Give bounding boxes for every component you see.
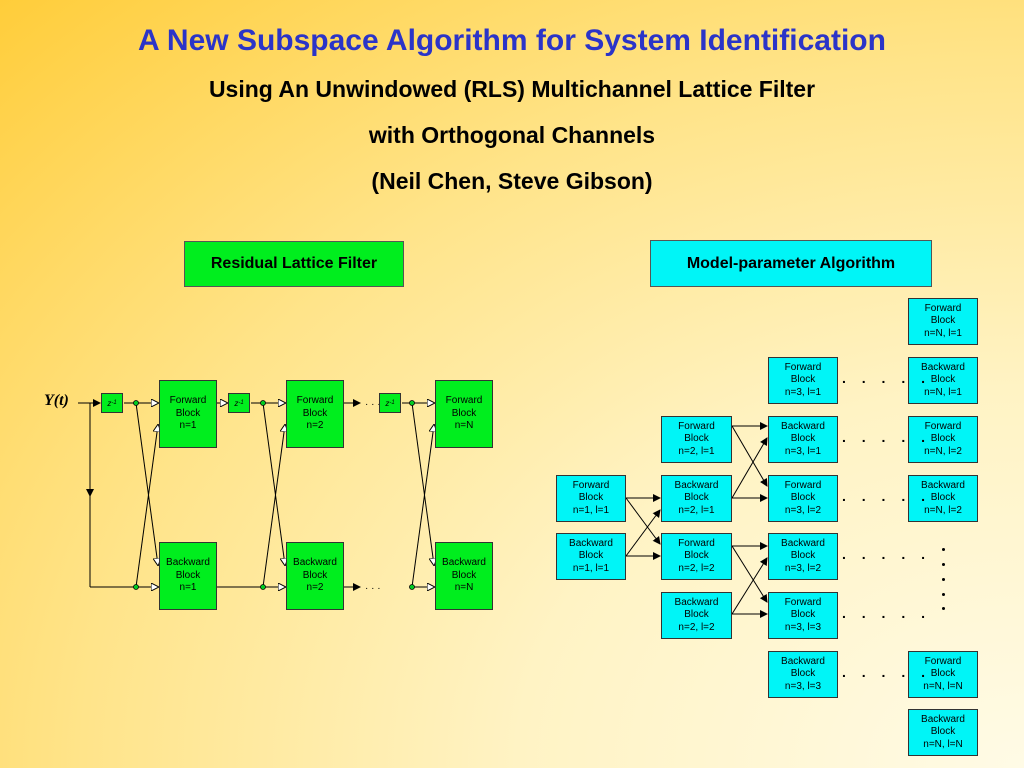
vertical-ellipsis-dot [942,548,945,551]
svg-text:· · ·: · · · [365,583,381,594]
subtitle-line-2: with Orthogonal Channels [368,122,656,148]
forward-block-nN: Forward Block n=N [435,380,493,448]
forward-block-n3-l1: Forward Block n=3, l=1 [768,357,838,404]
ellipsis-row-2: . . . . . [842,429,932,445]
forward-block-nN-lN: Forward Block n=N, l=N [908,651,978,698]
backward-block-n1: Backward Block n=1 [159,542,217,610]
input-signal-label: Y(t) [44,392,69,409]
forward-block-n1-l1: Forward Block n=1, l=1 [556,475,626,522]
forward-block-n3-l3: Forward Block n=3, l=3 [768,592,838,639]
ellipsis-row-4: . . . . . [842,546,932,562]
backward-block-n1-l1: Backward Block n=1, l=1 [556,533,626,580]
delay-symbol: z [385,398,390,408]
backward-block-nN-lN: Backward Block n=N, l=N [908,709,978,756]
vertical-ellipsis-dot [942,607,945,610]
forward-block-n2-l2: Forward Block n=2, l=2 [661,533,732,580]
delay-exponent: -1 [389,400,395,406]
delay-exponent: -1 [238,400,244,406]
delay-symbol: z [107,398,112,408]
forward-block-n2-l1: Forward Block n=2, l=1 [661,416,732,463]
ellipsis-row-6: . . . . . [842,664,932,680]
backward-block-n2-l1: Backward Block n=2, l=1 [661,475,732,522]
vertical-ellipsis-dot [942,593,945,596]
backward-block-nN: Backward Block n=N [435,542,493,610]
ellipsis-row-3: . . . . . [842,488,932,504]
vertical-ellipsis-dot [942,563,945,566]
backward-block-n2: Backward Block n=2 [286,542,344,610]
subtitle-line-1: Using An Unwindowed (RLS) Multichannel L… [208,76,816,102]
backward-block-n2-l2: Backward Block n=2, l=2 [661,592,732,639]
vertical-ellipsis-dot [942,578,945,581]
forward-block-n3-l2: Forward Block n=3, l=2 [768,475,838,522]
forward-block-nN-l1: Forward Block n=N, l=1 [908,298,978,345]
ellipsis-row-5: . . . . . [842,605,932,621]
forward-block-n1: Forward Block n=1 [159,380,217,448]
subtitle-authors: (Neil Chen, Steve Gibson) [371,168,653,194]
delay-block-2: z-1 [228,393,250,413]
ellipsis-row-1: . . . . . [842,370,932,386]
forward-block-n2: Forward Block n=2 [286,380,344,448]
model-parameter-algorithm-label: Model-parameter Algorithm [650,240,932,287]
delay-block-n: z-1 [379,393,401,413]
backward-block-n3-l2: Backward Block n=3, l=2 [768,533,838,580]
slide-title: A New Subspace Algorithm for System Iden… [138,24,886,57]
delay-block-1: z-1 [101,393,123,413]
forward-block-nN-l2: Forward Block n=N, l=2 [908,416,978,463]
svg-text:· · ·: · · · [365,399,381,410]
backward-block-n3-l3: Backward Block n=3, l=3 [768,651,838,698]
delay-symbol: z [234,398,239,408]
backward-block-nN-l2: Backward Block n=N, l=2 [908,475,978,522]
residual-lattice-filter-label: Residual Lattice Filter [184,241,404,287]
backward-block-n3-l1: Backward Block n=3, l=1 [768,416,838,463]
delay-exponent: -1 [111,400,117,406]
backward-block-nN-l1: Backward Block n=N, l=1 [908,357,978,404]
